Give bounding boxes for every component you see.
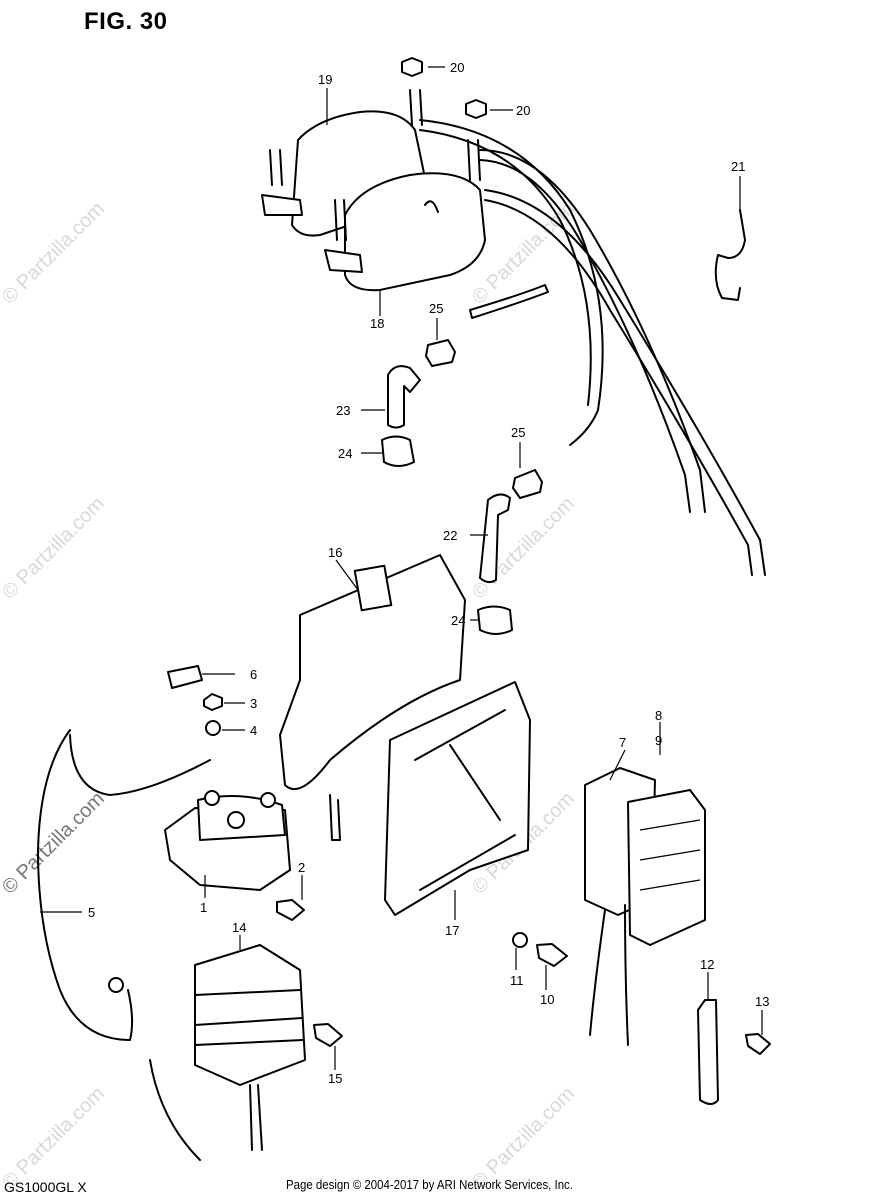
- callout-label: 22: [443, 528, 457, 543]
- bracket-16-tab: [353, 564, 393, 612]
- terminal-cap-6: [167, 665, 203, 689]
- watermark: © Partzilla.com: [0, 198, 109, 309]
- nut-20a: [401, 57, 423, 77]
- callout-label: 9: [655, 733, 662, 748]
- callout-label: 14: [232, 920, 246, 935]
- screw-15: [313, 1023, 343, 1047]
- resistor-25b: [512, 469, 543, 499]
- washer-4: [205, 720, 221, 736]
- callout-label: 16: [328, 545, 342, 560]
- callout-label: 8: [655, 708, 662, 723]
- callout-label: 24: [451, 613, 465, 628]
- callout-label: 18: [370, 316, 384, 331]
- callout-label: 21: [731, 159, 745, 174]
- callout-label: 6: [250, 667, 257, 682]
- watermark: © Partzilla.com: [0, 1083, 109, 1194]
- seal-24b: [477, 605, 513, 635]
- callout-label: 2: [298, 860, 305, 875]
- screw-13: [745, 1033, 771, 1055]
- resistor-25a: [425, 339, 456, 367]
- callout-label: 17: [445, 923, 459, 938]
- screw-10: [536, 943, 568, 967]
- cable-clamp-21: [714, 209, 746, 301]
- high-tension-cables: [419, 119, 766, 576]
- callout-label: 3: [250, 696, 257, 711]
- callout-label: 1: [200, 900, 207, 915]
- regulator-rectifier-14: [194, 944, 306, 1086]
- nut-20b: [465, 99, 487, 119]
- fuse-box-wires: [589, 904, 629, 1046]
- fuse-box-7: [584, 767, 706, 946]
- bracket-16: [279, 554, 466, 790]
- callouts: 20 19 20 21 18 25 23 24 25 22 16 24 6 3 …: [88, 60, 769, 1086]
- callout-label: 15: [328, 1071, 342, 1086]
- figure-title: FIG. 30: [84, 8, 168, 35]
- starter-relay-1: [164, 790, 291, 891]
- callout-label: 11: [510, 973, 524, 988]
- bracket-17: [384, 681, 531, 916]
- spark-plug-cap-23: [387, 365, 421, 429]
- callout-label: 5: [88, 905, 95, 920]
- spark-plug-cap-22: [479, 493, 511, 584]
- callout-label: 25: [511, 425, 525, 440]
- callout-label: 13: [755, 994, 769, 1009]
- callout-label: 7: [619, 735, 626, 750]
- washer-11: [512, 932, 528, 948]
- regulator-wires: [149, 1059, 263, 1161]
- callout-label: 4: [250, 723, 257, 738]
- leader-lines: [40, 66, 763, 1070]
- watermark: © Partzilla.com: [0, 493, 109, 604]
- callout-label: 20: [450, 60, 464, 75]
- screw-2: [276, 899, 305, 921]
- callout-label: 23: [336, 403, 350, 418]
- callout-label: 20: [516, 103, 530, 118]
- nut-3: [203, 693, 223, 711]
- clamp-12: [697, 999, 719, 1105]
- callout-label: 19: [318, 72, 332, 87]
- seal-24a: [381, 435, 415, 467]
- battery-cable-5: [37, 729, 134, 1041]
- callout-label: 12: [700, 957, 714, 972]
- watermark: © Partzilla.com: [0, 788, 109, 899]
- model-code: GS1000GL X: [4, 1179, 87, 1195]
- callout-label: 10: [540, 992, 554, 1007]
- callout-label: 25: [429, 301, 443, 316]
- starter-cable: [69, 734, 211, 796]
- callout-label: 24: [338, 446, 352, 461]
- footer-copyright: Page design © 2004-2017 by ARI Network S…: [286, 1177, 573, 1192]
